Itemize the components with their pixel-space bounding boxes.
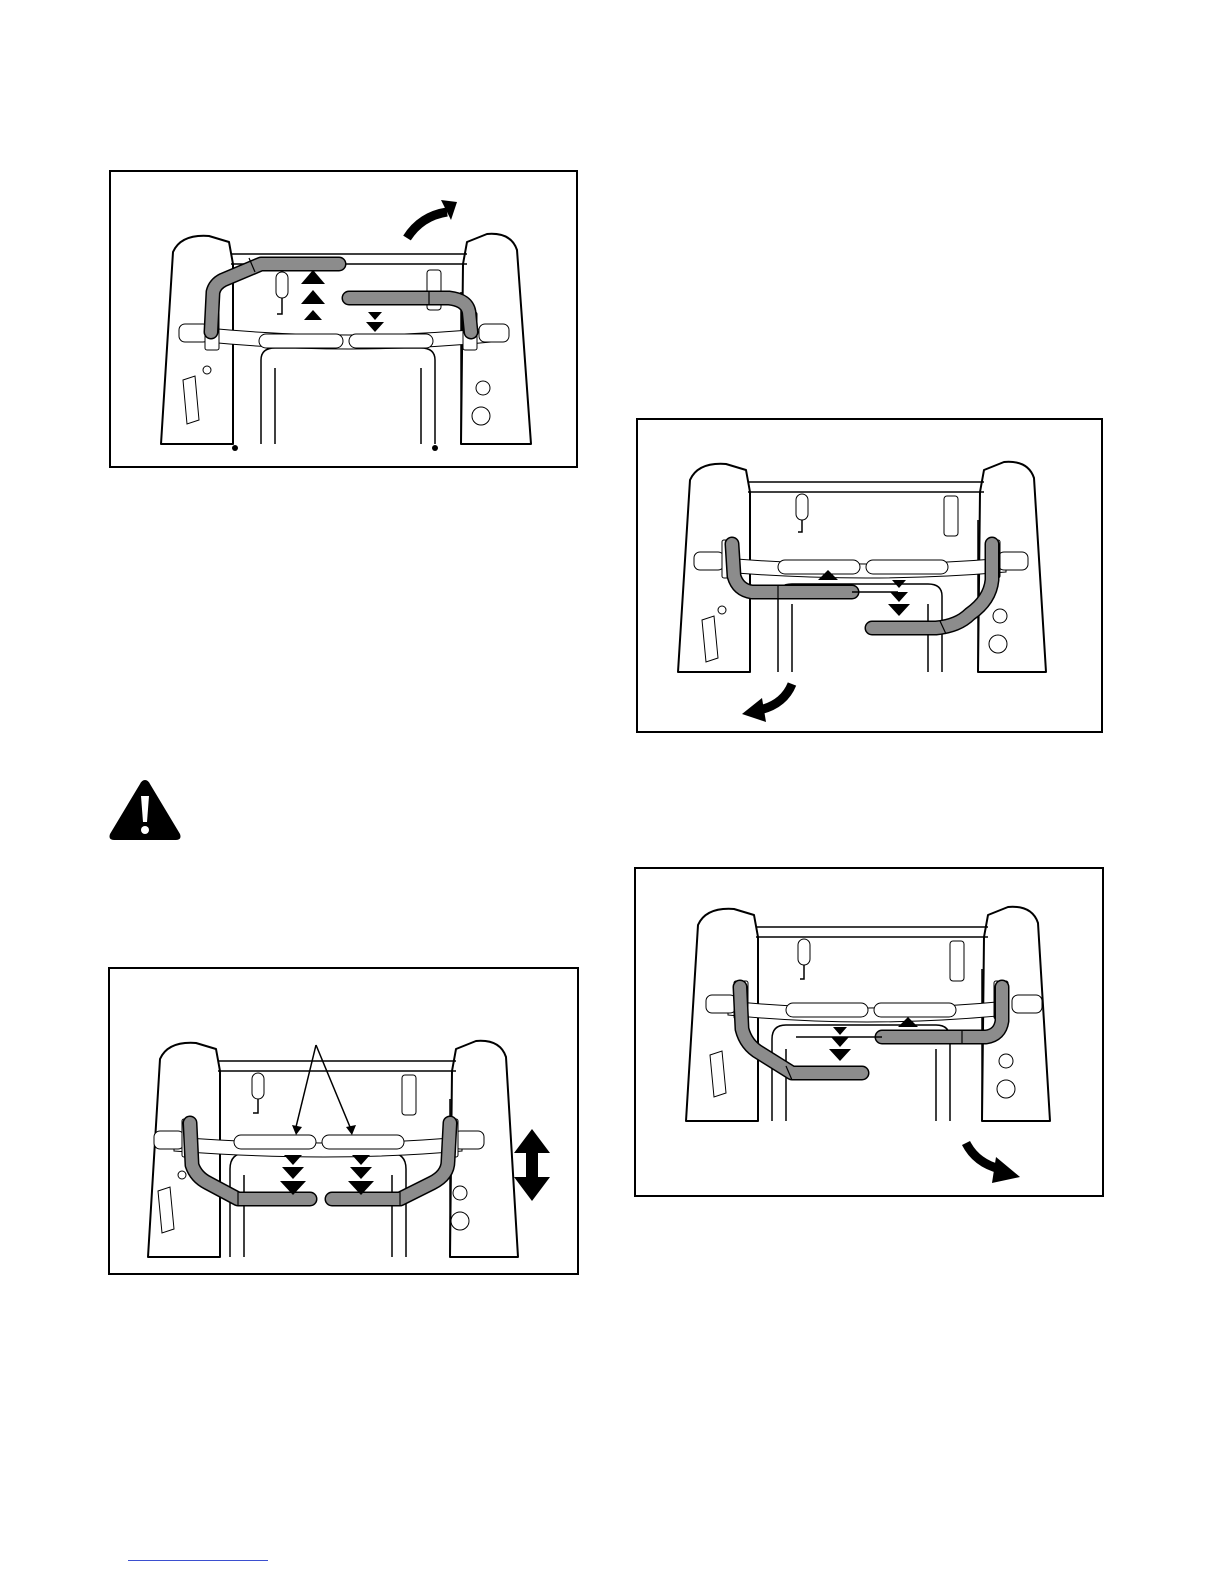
triangle-down-icon xyxy=(888,580,910,616)
curved-arrow-icon xyxy=(742,684,792,722)
footer-rule xyxy=(128,1560,268,1561)
triangle-down-icon xyxy=(829,1027,851,1061)
figure-handle-adjust-4 xyxy=(634,867,1104,1197)
curved-arrow-icon xyxy=(407,200,457,238)
handle-illustration xyxy=(111,172,576,466)
figure-handle-adjust-3 xyxy=(108,967,579,1275)
double-headed-arrow-icon xyxy=(514,1129,550,1201)
triangle-down-icon xyxy=(366,312,384,332)
triangle-up-icon xyxy=(301,270,325,320)
curved-arrow-icon xyxy=(966,1143,1020,1183)
triangle-down-icon xyxy=(280,1155,374,1195)
figure-handle-adjust-2 xyxy=(636,418,1103,733)
warning-triangle-icon xyxy=(108,778,182,842)
handle-illustration xyxy=(638,420,1101,731)
handle-illustration xyxy=(636,869,1102,1195)
handle-illustration xyxy=(110,969,577,1273)
figure-handle-adjust-1 xyxy=(109,170,578,468)
